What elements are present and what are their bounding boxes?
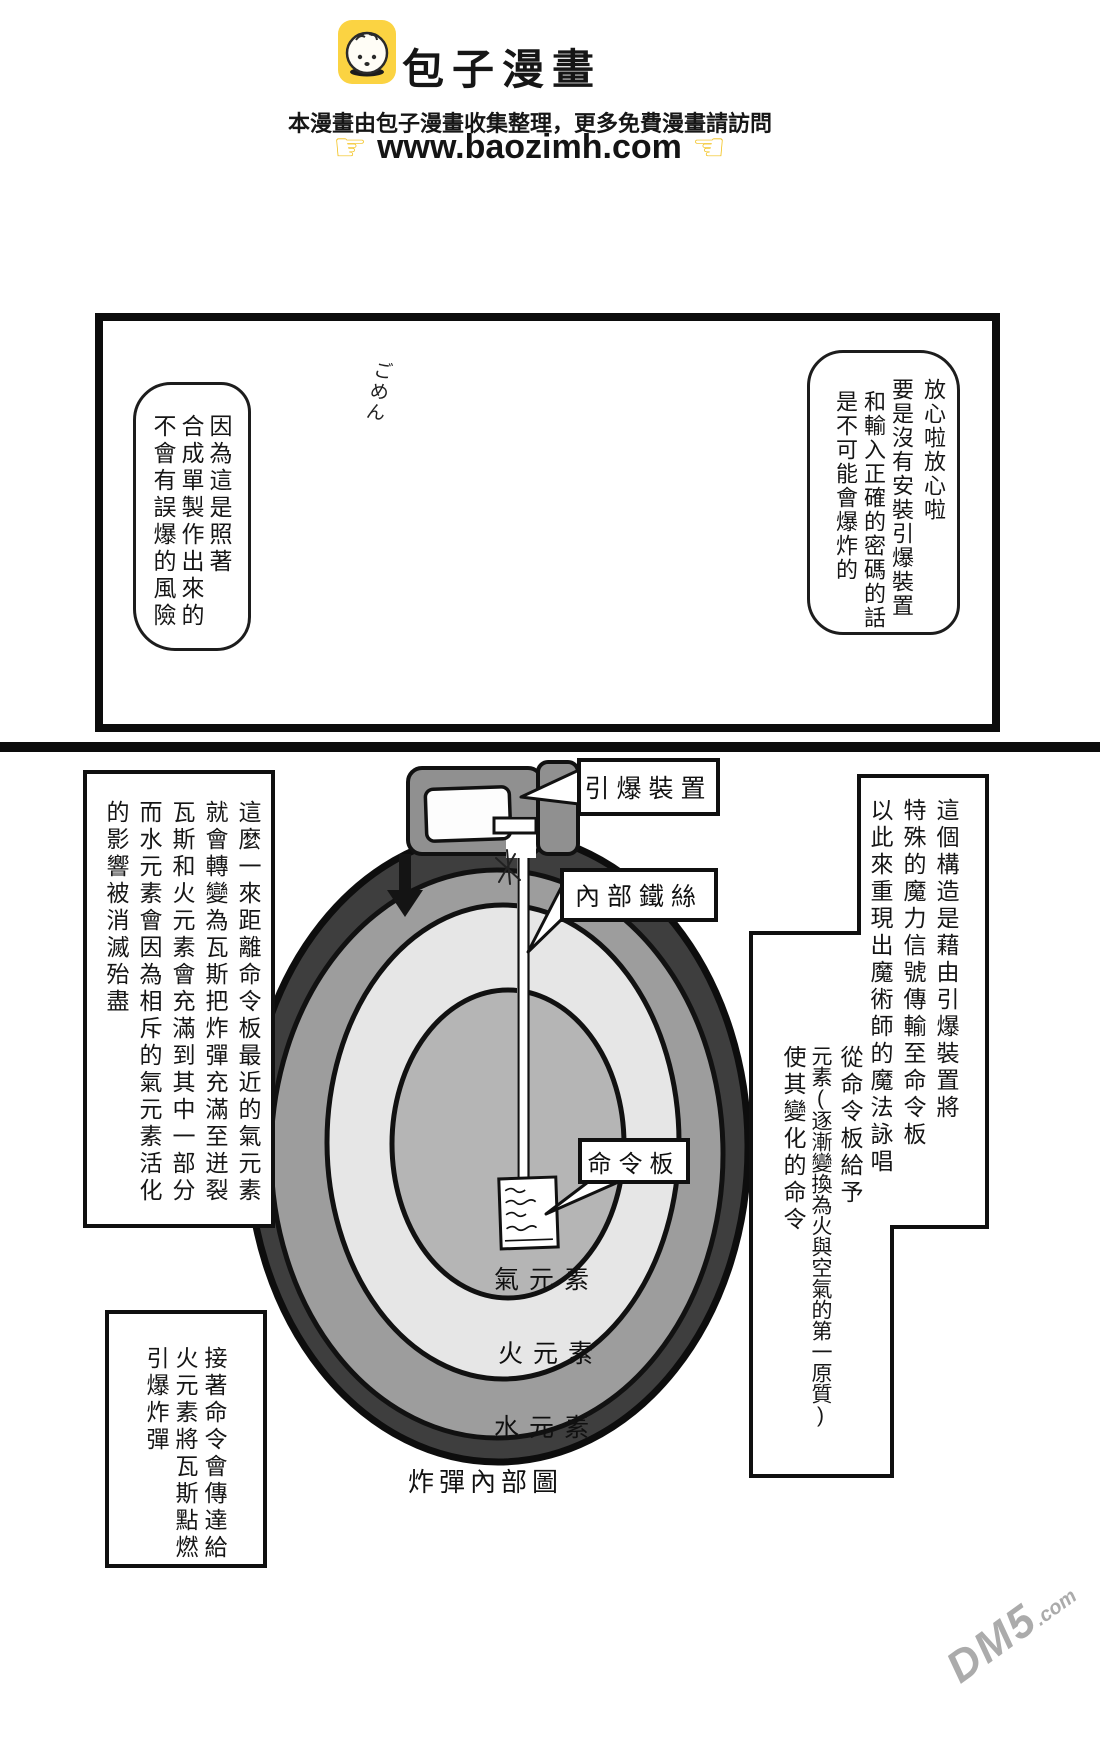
label-detonator: 引爆裝置 [577,758,720,816]
site-url[interactable]: www.baozimh.com [377,128,682,166]
site-tagline: 本漫畫由包子漫畫收集整理，更多免費漫畫請訪問 [288,111,773,136]
command-board-paper [497,1175,560,1251]
label-water-element: 水元素 [494,1414,600,1442]
spark-scribble [495,849,521,885]
site-url-row[interactable]: ☞ www.baozimh.com ☜ [333,128,726,167]
note-line: 這麼一來距離命令板最近的氣元素 [235,800,261,1205]
bomb-cross-section [244,828,752,1466]
label-air-element: 氣元素 [494,1266,600,1294]
pointing-right-icon: ☞ [333,126,368,169]
bubble-line: 不會有誤爆的風險 [150,414,176,630]
note-line: 元素(逐漸變換為火與空氣的第一原質) [809,1045,832,1427]
speech-bubble-left [133,382,251,651]
note-line: 從命令板給予 [837,1045,863,1207]
diagram-caption: 炸彈內部圖 [408,1467,564,1497]
bun-face-icon [345,31,389,77]
note-line: 這個構造是藉由引爆裝置將 [933,798,959,1122]
label-inner-wire: 內部鐵絲 [560,868,718,922]
detonator-device [406,760,580,858]
inner-wire [517,833,530,1180]
note-line: 特殊的魔力信號傳輸至命令板 [900,798,926,1149]
note-line: 而水元素會因為相斥的氣元素活化 [136,800,162,1205]
speech-bubble-right [807,350,960,635]
note-line: 的影響被消滅殆盡 [103,800,129,1016]
bubble-line: 合成單製作出來的 [178,414,204,630]
note-line: 火元素將瓦斯點燃 [172,1346,198,1562]
bubble-line: 因為這是照著 [206,414,232,576]
bubble-line: 是不可能會爆炸的 [833,390,858,582]
section-divider [0,742,1100,752]
note-line: 瓦斯和火元素會充滿到其中一部分 [169,800,195,1205]
baozi-logo-icon [338,20,396,84]
down-arrow-icon [387,854,423,917]
note-line: 接著命令會傳達給 [201,1346,227,1562]
note-line: 就會轉變為瓦斯把炸彈充滿至迸裂 [202,800,228,1205]
bubble-line: 和輸入正確的密碼的話 [861,390,886,630]
note-line: 使其變化的命令 [780,1045,806,1234]
bubble-line: 放心啦放心啦 [921,378,946,522]
note-box-left [83,770,275,1228]
note-box-bottom-left [105,1310,267,1568]
bubble-line: 要是沒有安裝引爆裝置 [889,378,914,618]
note-line: 以此來重現出魔術師的魔法詠唱 [867,798,893,1176]
pointing-left-icon: ☜ [691,126,726,169]
label-fire-element: 火元素 [498,1340,604,1368]
label-command-board: 命令板 [578,1138,690,1184]
note-line: 引爆炸彈 [143,1346,169,1454]
site-title: 包子漫畫 [402,46,603,93]
note-box-right-outline [749,774,989,1478]
